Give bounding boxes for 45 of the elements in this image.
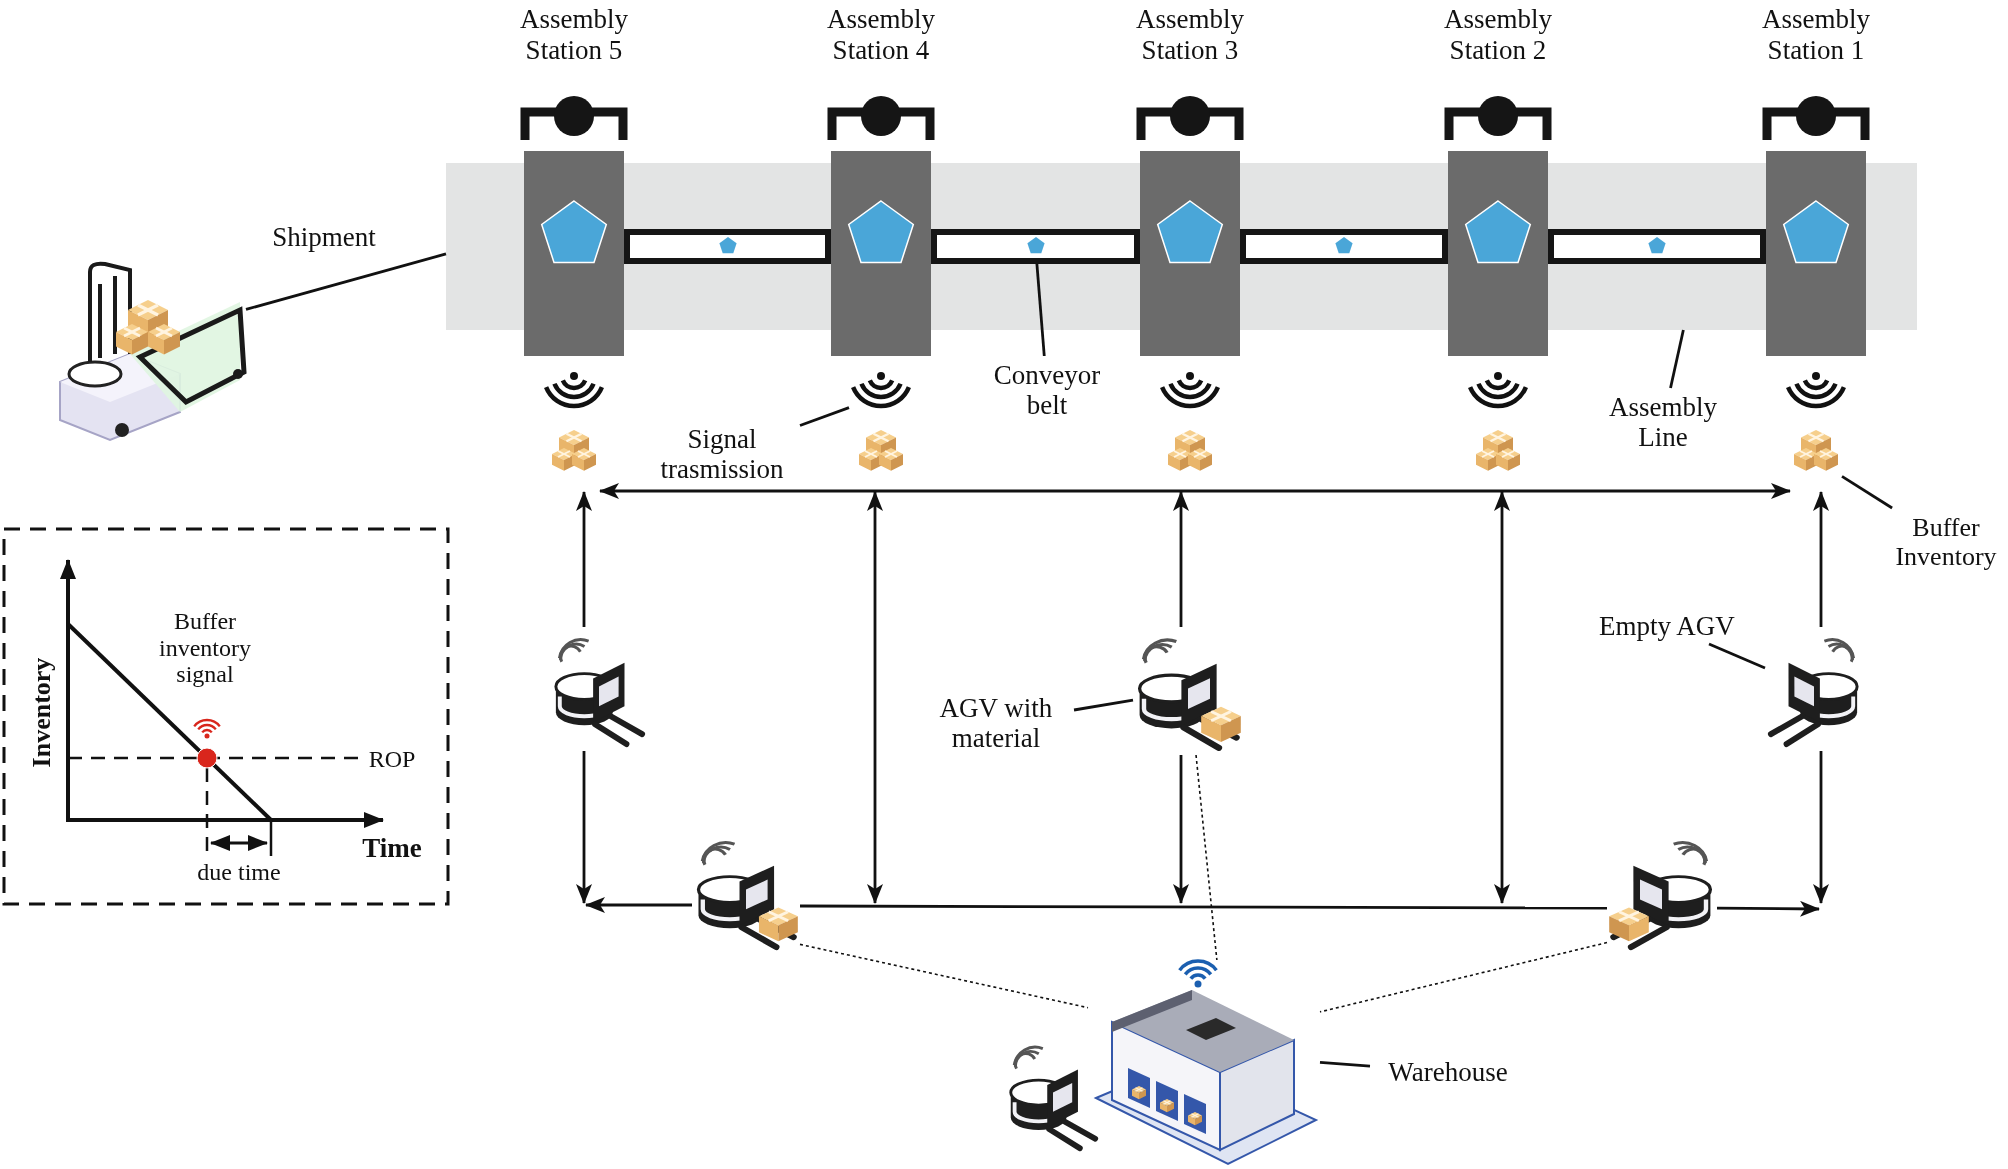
callout-text: Signal trasmission [644,420,800,488]
leader-line [1841,475,1893,510]
signal-caption: Buffer inventory signal [158,607,252,689]
route-arrow [867,491,883,904]
dimension-label: due time [197,858,281,886]
leader-line [1035,263,1046,357]
route-arrow [1717,900,1820,917]
dotted-link-line [1319,941,1608,1013]
dotted-link-line [1195,754,1218,961]
callout-text: Assembly Line [1596,388,1730,456]
callout-text: Empty AGV [1578,608,1756,644]
leader-line [799,406,850,427]
station-title: Assembly Station 4 [826,4,936,65]
leader-line [1708,642,1766,670]
shipment-agv-drawing [60,262,246,444]
callout-text: Buffer Inventory [1886,508,2006,576]
leader-line [1319,1060,1371,1068]
route-arrow [576,751,592,904]
route-arrow [599,483,1791,499]
route-line [800,904,1607,910]
callout-text: AGV with material [918,688,1074,758]
route-arrow [1173,491,1189,627]
route-arrow [1813,491,1829,627]
station-title: Assembly Station 3 [1135,4,1245,65]
route-arrow [576,491,592,627]
station-title: Assembly Station 1 [1761,4,1871,65]
station-title: Assembly Station 2 [1443,4,1553,65]
callout-text: Warehouse [1370,1054,1526,1090]
conveyor-belt [1548,229,1766,264]
route-arrow [585,897,692,913]
conveyor-belt [1240,229,1448,264]
conveyor-belt [624,229,831,264]
route-arrow [1173,755,1189,904]
x-axis-title: Time [362,832,422,864]
leader-line [245,252,447,311]
conveyor-belt [931,229,1140,264]
callout-text: Conveyor belt [981,356,1113,424]
rop-label: ROP [368,745,416,773]
station-title: Assembly Station 5 [519,4,629,65]
route-arrow [1494,491,1510,904]
leader-line [1669,329,1685,389]
leader-line [1073,698,1134,712]
y-axis-title: Inventory [27,658,57,768]
dotted-link-line [799,943,1089,1009]
route-arrow [1813,751,1829,904]
